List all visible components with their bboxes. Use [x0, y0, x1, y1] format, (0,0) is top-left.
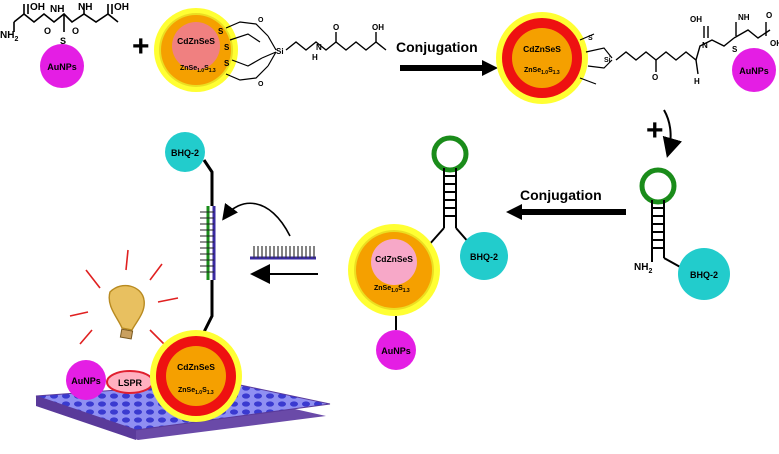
aunps-particle-middle: AuNPs — [376, 330, 416, 370]
aunps-particle-bottom: AuNPs — [66, 360, 106, 400]
svg-text:S: S — [224, 59, 230, 68]
shell-label-top: ZnSe1.0S1.3 — [180, 65, 216, 74]
aunps-particle-top-left: AuNPs — [40, 44, 84, 88]
svg-text:N: N — [702, 41, 708, 50]
hybridized-dna-left — [200, 159, 216, 337]
quantum-dot-middle: CdZnSeS ZnSe1.0S1.3 — [348, 224, 440, 316]
shell-label-middle: ZnSe1.0S1.3 — [374, 285, 410, 294]
svg-text:N: N — [316, 43, 322, 52]
svg-text:OH: OH — [690, 15, 702, 24]
svg-text:CdZnSeS: CdZnSeS — [177, 362, 215, 372]
svg-text:BHQ-2: BHQ-2 — [171, 148, 199, 158]
lspr-label: LSPR — [106, 370, 154, 394]
svg-text:H: H — [694, 77, 700, 86]
plus-sign-right: + — [646, 114, 664, 147]
svg-text:CdZnSeS: CdZnSeS — [375, 254, 413, 264]
hairpin-dna-right: NH2 — [634, 167, 683, 275]
quantum-dot-top-right: CdZnSeS ZnSe1.0S1.3 — [496, 12, 588, 104]
quantum-dot-bottom: CdZnSeS ZnSe1.0S1.3 — [150, 330, 242, 422]
svg-text:O: O — [333, 23, 339, 32]
svg-text:S: S — [732, 45, 738, 54]
svg-text:O: O — [258, 17, 264, 24]
svg-text:S: S — [218, 27, 224, 36]
o-label-2: O — [72, 26, 79, 36]
svg-text:S: S — [588, 35, 593, 42]
lamp-icon — [69, 249, 179, 345]
svg-text:Si: Si — [276, 47, 284, 56]
bhq2-quencher-left: BHQ-2 — [165, 132, 205, 172]
svg-text:AuNPs: AuNPs — [739, 66, 769, 76]
svg-text:AuNPs: AuNPs — [47, 62, 77, 72]
svg-text:OH: OH — [770, 39, 779, 48]
shell-label-top-right: ZnSe1.0S1.3 — [524, 67, 560, 76]
shell-label-bottom: ZnSe1.0S1.3 — [178, 387, 214, 396]
svg-text:BHQ-2: BHQ-2 — [470, 252, 498, 262]
oh-label-2: OH — [114, 2, 129, 13]
svg-text:O: O — [652, 73, 658, 82]
svg-text:BHQ-2: BHQ-2 — [690, 270, 718, 280]
linker-structure-top: S S S O O Si H N O OH — [218, 17, 387, 88]
oh-label: OH — [30, 2, 45, 13]
s-label: S — [60, 36, 66, 46]
nh-label-2: NH — [78, 2, 92, 13]
plus-sign-top: + — [132, 30, 150, 63]
conjugation-label-middle: Conjugation — [520, 187, 602, 203]
quantum-dot-top: CdZnSeS ZnSe1.0S1.3 — [154, 8, 238, 92]
o-label: O — [44, 26, 51, 36]
target-dna-strand — [250, 246, 316, 260]
svg-text:O: O — [258, 81, 264, 88]
glutathione-structure: OH NH2 NH NH OH O O S — [0, 2, 129, 46]
nh2-label: NH2 — [0, 30, 18, 43]
svg-text:O: O — [766, 11, 772, 20]
bhq2-quencher-right: BHQ-2 — [678, 248, 730, 300]
down-arrow — [662, 109, 683, 158]
svg-text:OH: OH — [372, 23, 384, 32]
hairpin-dna-middle — [427, 135, 471, 247]
svg-text:NH: NH — [738, 13, 750, 22]
svg-text:S: S — [224, 43, 230, 52]
curved-arrow — [222, 202, 291, 237]
svg-text:CdZnSeS: CdZnSeS — [523, 44, 561, 54]
svg-text:CdZnSeS: CdZnSeS — [177, 36, 215, 46]
svg-text:H: H — [312, 53, 318, 62]
linker-structure-top-right: S Si OH NH O OH O H N S — [579, 11, 779, 86]
aunps-particle-top-right: AuNPs — [732, 48, 776, 92]
conjugation-label-top: Conjugation — [396, 39, 478, 55]
bhq2-quencher-middle: BHQ-2 — [460, 232, 508, 280]
nh-label: NH — [50, 4, 64, 15]
svg-text:Si: Si — [604, 57, 611, 64]
svg-text:AuNPs: AuNPs — [71, 376, 101, 386]
svg-text:NH2: NH2 — [634, 262, 652, 275]
svg-text:AuNPs: AuNPs — [381, 346, 411, 356]
svg-text:LSPR: LSPR — [118, 378, 143, 388]
